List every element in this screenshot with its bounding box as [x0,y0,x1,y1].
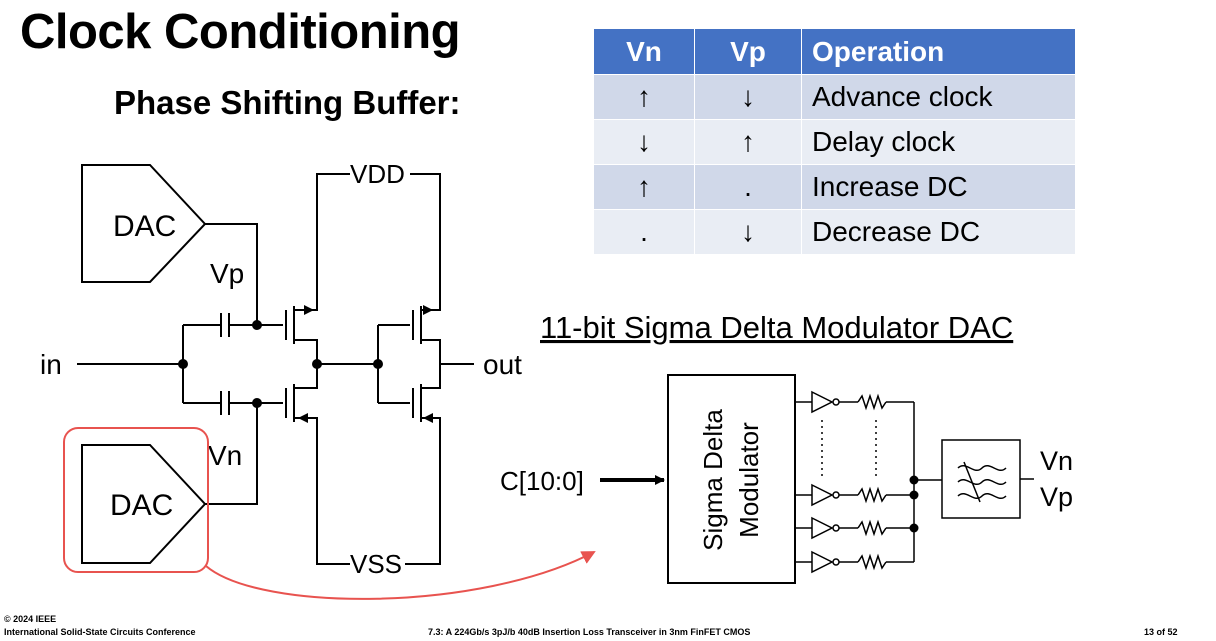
buffer-row [795,516,914,540]
dac-top-label: DAC [113,210,176,243]
table-header-row: Vn Vp Operation [593,28,1076,75]
footer-paper-title: 7.3: A 224Gb/s 3pJ/b 40dB Insertion Loss… [428,627,751,637]
sdm-out-vn: Vn [1040,446,1073,476]
table-cell-vn: ↓ [593,119,695,165]
sdm-block [667,374,796,584]
buffer-row [795,550,914,574]
highlight-arrow [205,551,596,600]
operation-table: Vn Vp Operation ↑ ↓ Advance clock ↓ ↑ De… [593,28,1076,255]
table-cell-vp: . [694,164,802,210]
dac-top-shape [81,164,207,283]
table-cell-operation: Advance clock [801,74,1076,120]
table-row: ↓ ↑ Delay clock [593,119,1076,165]
vp-label: Vp [210,258,244,289]
vp-wire [205,223,258,325]
table-header-vp: Vp [694,28,802,75]
table-cell-operation: Increase DC [801,164,1076,210]
slide-title: Clock Conditioning [20,5,461,59]
slide-subtitle: Phase Shifting Buffer: [114,84,461,121]
filter-block [941,439,1021,519]
buffer-row [795,390,914,414]
table-row: . ↓ Decrease DC [593,209,1076,255]
sdm-out-vp: Vp [1040,482,1073,512]
vn-label: Vn [208,440,242,471]
dac-bottom-label: DAC [110,489,173,522]
vss-label: VSS [350,549,402,579]
buffer-row [795,483,914,507]
sdm-block-line2: Modulator [734,422,764,538]
footer-page-number: 13 of 52 [1144,627,1178,637]
table-cell-vn: . [593,209,695,255]
vn-wire [205,403,258,505]
table-cell-operation: Delay clock [801,119,1076,165]
sdm-block-line1: Sigma Delta [698,409,728,551]
table-header-vn: Vn [593,28,695,75]
table-cell-vp: ↓ [694,209,802,255]
table-cell-vp: ↓ [694,74,802,120]
table-row: ↑ ↓ Advance clock [593,74,1076,120]
table-cell-vn: ↑ [593,164,695,210]
sdm-heading: 11-bit Sigma Delta Modulator DAC [540,310,1013,345]
vdd-label: VDD [350,159,405,189]
footer-copyright: © 2024 IEEE [4,614,57,624]
sdm-input-label: C[10:0] [500,466,584,496]
dac-bottom-shape [81,444,207,564]
table-cell-vp: ↑ [694,119,802,165]
in-label: in [40,349,62,380]
footer-conference: International Solid-State Circuits Confe… [4,627,196,637]
dac-highlight-box [63,427,209,573]
table-cell-operation: Decrease DC [801,209,1076,255]
table-row: ↑ . Increase DC [593,164,1076,210]
out-label: out [483,349,522,380]
